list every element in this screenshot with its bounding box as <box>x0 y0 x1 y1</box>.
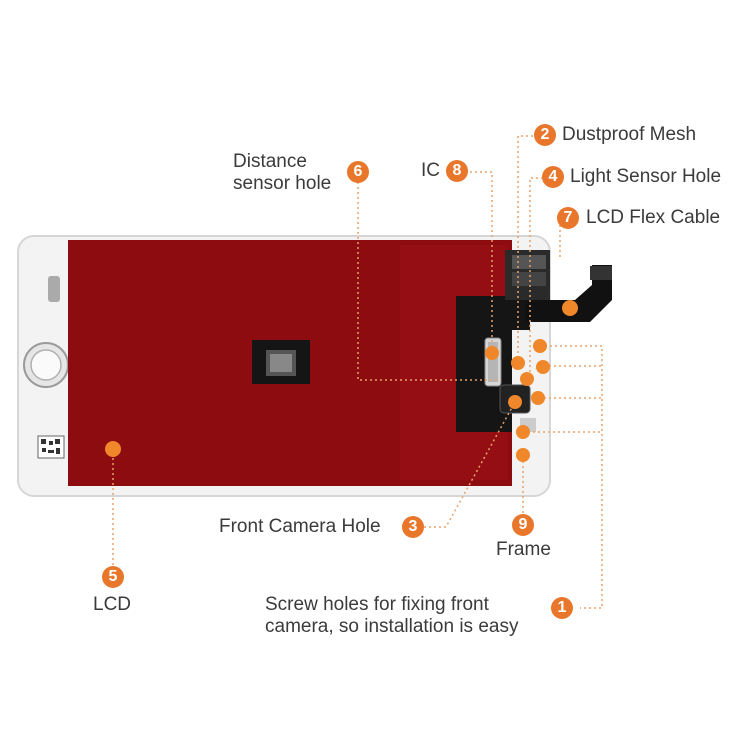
callout-label-dustproof-mesh: Dustproof Mesh <box>562 124 697 145</box>
marker-dot-screw-2 <box>536 360 550 374</box>
callout-badge-3: 3 <box>402 516 424 538</box>
marker-dot-flex-cable <box>562 300 578 316</box>
callout-label-frame: Frame <box>496 539 551 560</box>
home-button-icon <box>23 342 69 388</box>
marker-dot-screw-1 <box>533 339 547 353</box>
marker-dot-screw-4 <box>516 425 530 439</box>
callout-label-front-camera-hole: Front Camera Hole <box>219 516 381 537</box>
qr-code-icon <box>37 435 65 459</box>
callout-badge-2: 2 <box>534 124 556 146</box>
callout-badge-9: 9 <box>512 514 534 536</box>
marker-dot-lcd <box>105 441 121 457</box>
callout-badge-4: 4 <box>542 166 564 188</box>
callout-badge-7: 7 <box>557 207 579 229</box>
callout-badge-8: 8 <box>446 160 468 182</box>
callout-badge-6: 6 <box>347 161 369 183</box>
callout-badge-1: 1 <box>551 597 573 619</box>
marker-dot-frame <box>516 448 530 462</box>
callout-label-light-sensor-hole: Light Sensor Hole <box>570 166 722 187</box>
callout-label-lcd: LCD <box>93 594 132 615</box>
callout-label-screw-holes: Screw holes for fixing front camera, so … <box>265 594 519 637</box>
marker-dot-screw-3 <box>531 391 545 405</box>
marker-dot-front-camera <box>508 395 522 409</box>
callout-label-distance-sensor-hole: Distance sensor hole <box>233 151 332 194</box>
marker-dot-dustproof-mesh <box>511 356 525 370</box>
callout-label-lcd-flex-cable: LCD Flex Cable <box>586 207 721 228</box>
marker-dot-light-sensor <box>520 372 534 386</box>
callout-badge-5: 5 <box>102 566 124 588</box>
callout-label-ic: IC <box>421 160 440 181</box>
marker-dot-ic <box>485 346 499 360</box>
